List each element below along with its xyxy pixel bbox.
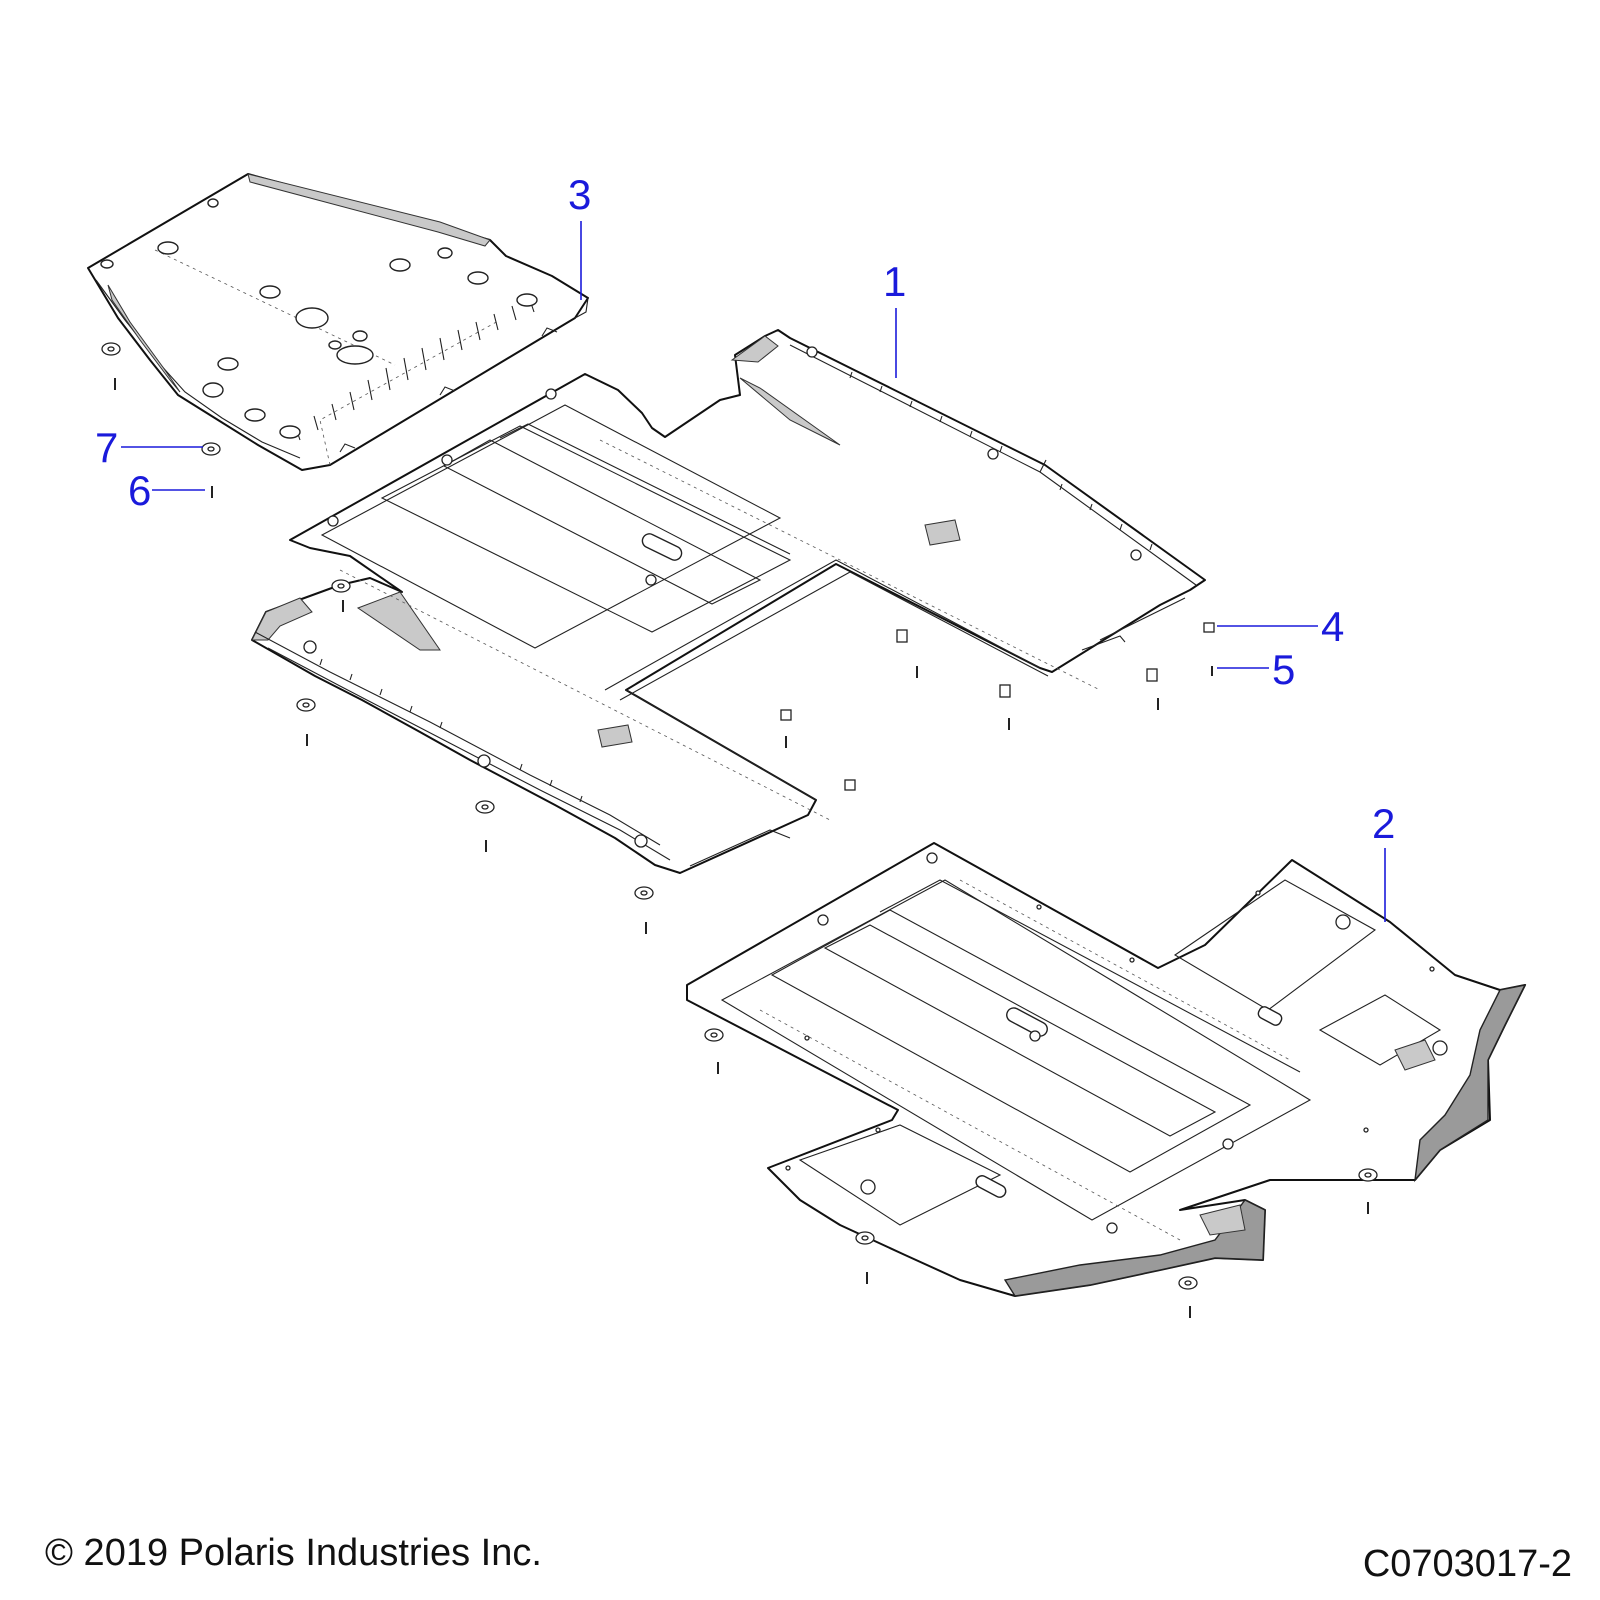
- callout-5: 5: [1272, 646, 1295, 693]
- part-1-center-skid-plate: [251, 329, 1206, 874]
- callout-6: 6: [128, 467, 151, 514]
- nut-clip: [1203, 622, 1215, 633]
- callout-7: 7: [95, 424, 118, 471]
- callout-3: 3: [568, 171, 591, 218]
- callout-1: 1: [883, 258, 906, 305]
- callout-2: 2: [1372, 800, 1395, 847]
- part-2-rear-skid-plate: [686, 842, 1527, 1297]
- washers: [101, 342, 1378, 1290]
- figure-id: C0703017-2: [1362, 1543, 1572, 1585]
- screws: [114, 378, 1369, 1318]
- part-3-front-skid-plate: [87, 173, 589, 471]
- callouts: 3 1 2 4 5 7 6: [95, 171, 1395, 922]
- callout-4: 4: [1321, 603, 1344, 650]
- copyright-text: © 2019 Polaris Industries Inc.: [45, 1532, 542, 1574]
